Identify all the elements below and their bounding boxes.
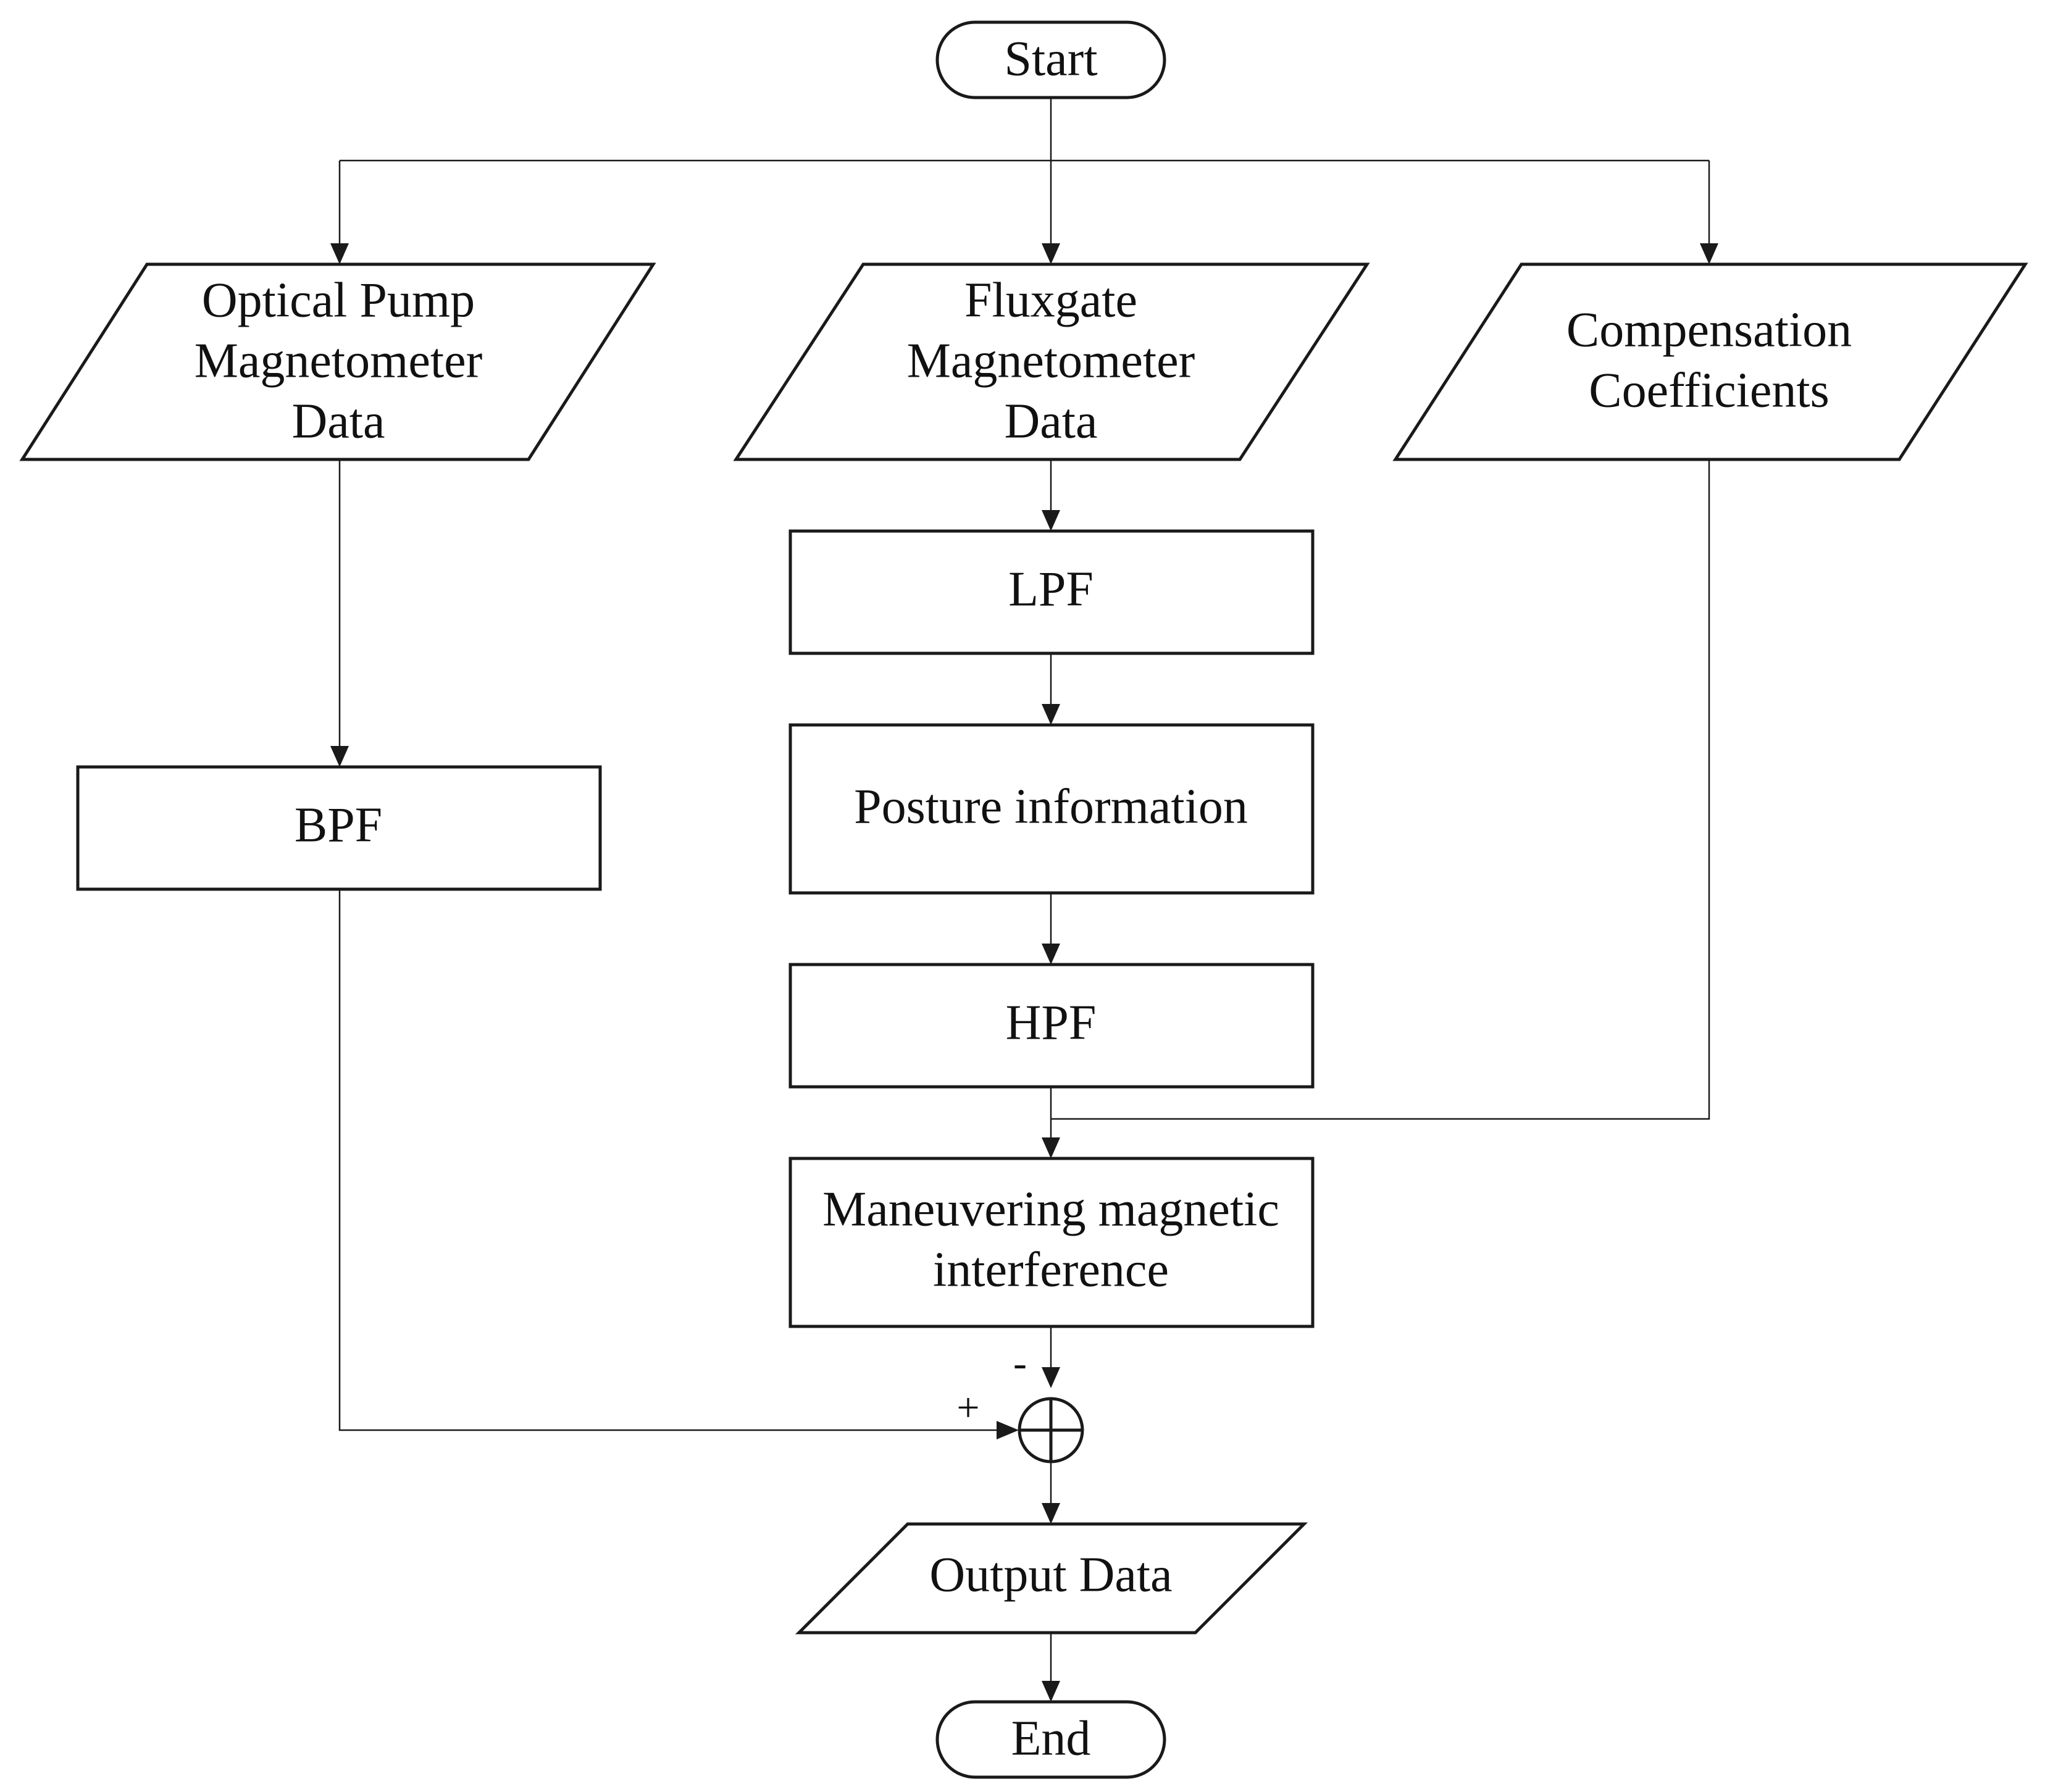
arrowhead — [1042, 1503, 1060, 1524]
compensation-label-line-1: Compensation — [1566, 303, 1852, 357]
fluxgate-label-line-3: Data — [1004, 394, 1097, 448]
fluxgate-label-line-1: Fluxgate — [964, 273, 1137, 327]
arrowhead — [1042, 944, 1060, 965]
lpf-label: LPF — [1008, 562, 1094, 616]
maneuvering-label-line-2: interference — [933, 1242, 1169, 1297]
arrowhead — [1700, 243, 1718, 264]
arrowhead — [330, 243, 349, 264]
end-terminator: End — [935, 1700, 1166, 1779]
connectors — [330, 99, 1718, 1702]
optical-pump-magnetometer-data-input: Optical Pump Magnetometer Data — [19, 262, 656, 461]
hpf-label: HPF — [1006, 995, 1097, 1050]
posture-information-process: Posture information — [788, 723, 1315, 895]
optical-pump-label-line-3: Data — [291, 394, 385, 448]
fluxgate-magnetometer-data-input: Fluxgate Magnetometer Data — [733, 262, 1370, 461]
maneuvering-magnetic-interference-process: Maneuvering magnetic interference — [788, 1157, 1315, 1328]
arrowhead — [1042, 704, 1060, 725]
optical-pump-label-line-2: Magnetometer — [194, 333, 482, 388]
plus-sign-label: + — [956, 1385, 979, 1430]
arrowhead — [1042, 1367, 1060, 1388]
arrowhead — [1042, 1681, 1060, 1702]
posture-information-label: Posture information — [854, 779, 1248, 834]
arrowhead — [1042, 243, 1060, 264]
connector-compensation-to-maneuvering — [1051, 459, 1710, 1120]
arrowhead — [1042, 510, 1060, 531]
connector-bpf-to-sum — [338, 889, 997, 1431]
arrowhead — [330, 746, 349, 767]
end-label: End — [1011, 1711, 1091, 1765]
summing-junction: - + — [956, 1341, 1084, 1463]
bpf-label: BPF — [295, 798, 382, 852]
compensation-label-line-2: Coefficients — [1589, 363, 1830, 417]
start-label: Start — [1004, 31, 1097, 86]
optical-pump-label-line-1: Optical Pump — [202, 273, 475, 327]
minus-sign-label: - — [1013, 1341, 1027, 1386]
compensation-coefficients-input: Compensation Coefficients — [1392, 262, 2028, 461]
start-terminator: Start — [935, 20, 1166, 99]
maneuvering-label-line-1: Maneuvering magnetic — [822, 1182, 1279, 1236]
bpf-process: BPF — [76, 765, 602, 891]
hpf-process: HPF — [788, 963, 1315, 1089]
arrowhead — [997, 1421, 1019, 1439]
lpf-process: LPF — [788, 529, 1315, 655]
arrowhead — [1042, 1137, 1060, 1158]
fluxgate-label-line-2: Magnetometer — [907, 333, 1195, 388]
output-data: Output Data — [795, 1522, 1308, 1635]
output-data-label: Output Data — [929, 1547, 1172, 1602]
